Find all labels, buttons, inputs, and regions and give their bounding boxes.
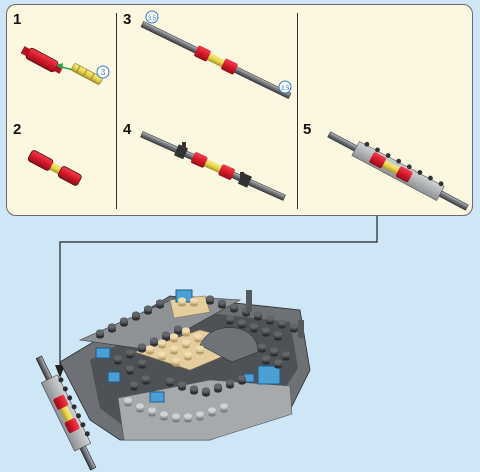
step3-parts: 3.5 3.5: [140, 10, 292, 100]
step-number-1: 1: [13, 11, 22, 28]
step-number-2: 2: [13, 121, 22, 138]
step3-right-length-badge: 3.5: [281, 86, 290, 92]
step-divider-1: [116, 13, 117, 209]
step-number-5: 5: [303, 121, 312, 138]
step1-length-badge: 3: [101, 68, 106, 77]
step4-parts: [140, 131, 286, 201]
step3-left-length-badge: 3.5: [148, 16, 157, 22]
step-number-4: 4: [123, 121, 132, 138]
step-number-3: 3: [123, 11, 132, 28]
step2-parts: [27, 150, 82, 186]
axle-assembly-insert: [35, 355, 97, 471]
step1-parts: 3: [20, 46, 110, 85]
placement-arrow: [55, 216, 378, 378]
step5-parts: [327, 131, 469, 211]
step-divider-2: [297, 13, 298, 209]
main-model: [59, 289, 311, 441]
